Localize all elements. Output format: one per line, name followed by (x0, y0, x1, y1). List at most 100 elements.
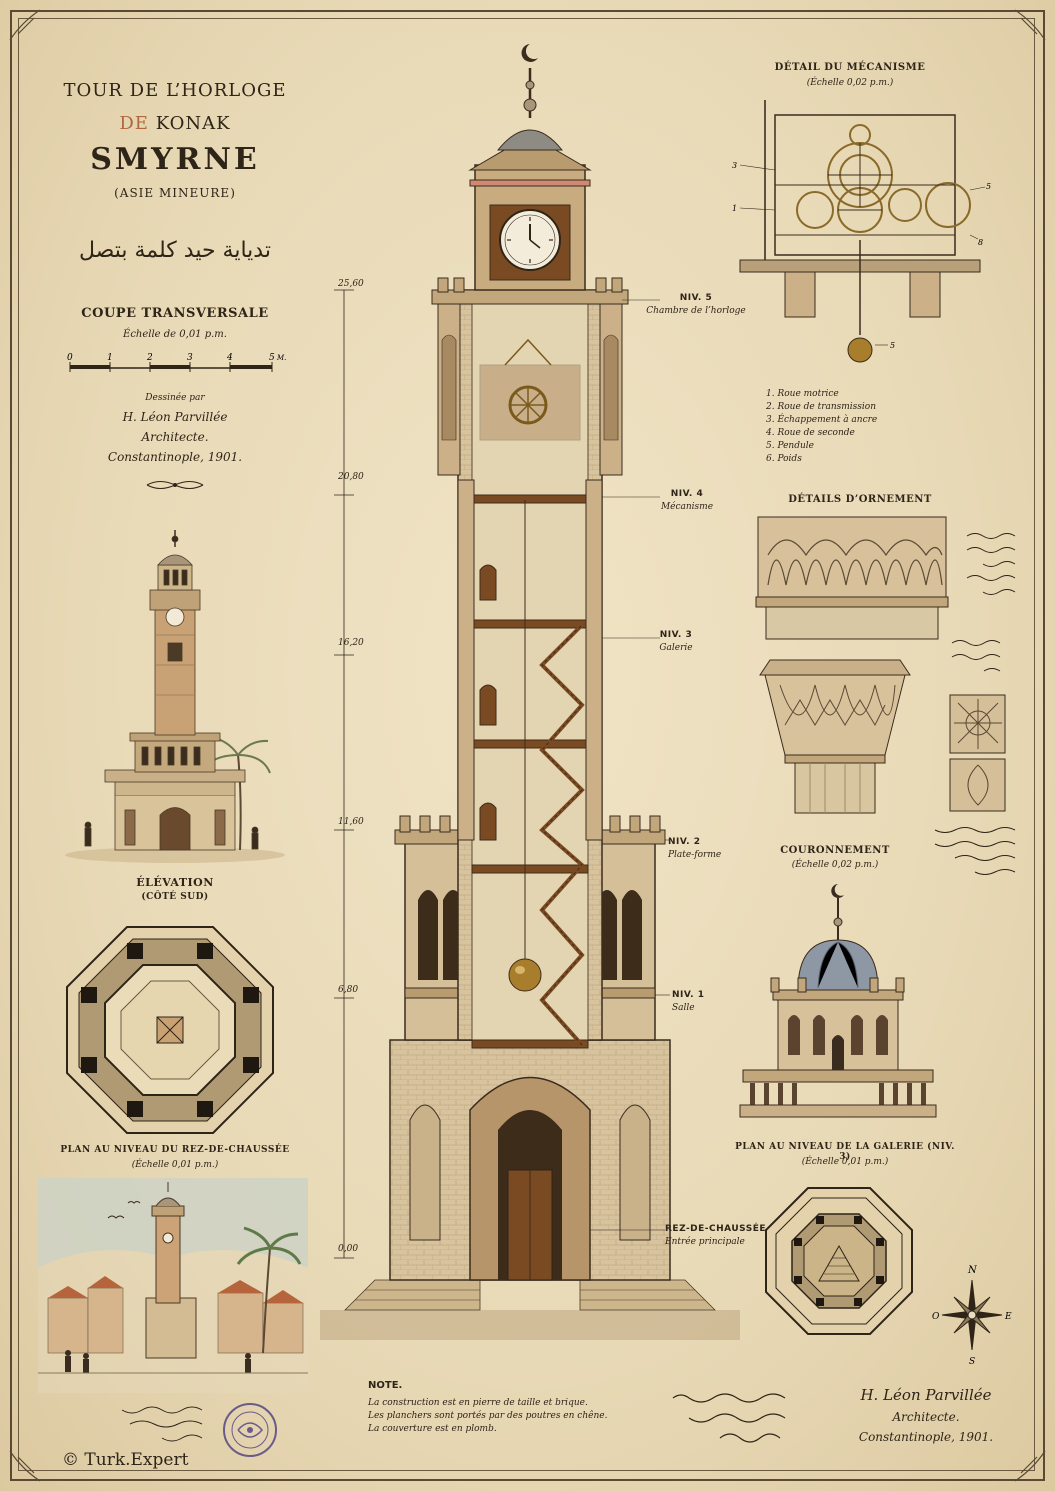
credit-place: Constantinople, 1901. (107, 450, 243, 464)
mech-callout-5b: 5 (890, 341, 895, 350)
legend-item-6: 6. Poids (766, 454, 802, 464)
credit-role: Architecte. (141, 430, 209, 444)
dim-16-20: 16,20 (338, 638, 364, 648)
mech-callout-8: 8 (978, 238, 983, 247)
mechanism-scale: (Échelle 0,02 p.m.) (806, 78, 894, 88)
level-5-desc: Chambre de l’horloge (646, 306, 746, 316)
title-line-1: TOUR DE L’HORLOGE (63, 80, 287, 101)
gallery-plan-scale: (Échelle 0,01 p.m.) (801, 1157, 889, 1167)
compass-s: S (969, 1357, 975, 1367)
inner-frame (18, 18, 1035, 1471)
legend-item-4: 4. Roue de seconde (766, 428, 855, 438)
legend-item-3: 3. Échappement à ancre (766, 415, 878, 425)
dim-25-60: 25,60 (338, 279, 364, 289)
ottoman-script-2 (951, 640, 1001, 672)
signature-place: Constantinople, 1901. (858, 1430, 994, 1444)
level-1-name: NIV. 1 (672, 990, 705, 1000)
level-3-desc: Galerie (659, 643, 693, 653)
note-line-3: La couverture est en plomb. (368, 1424, 497, 1434)
level-2-label: NIV. 2 Plate-forme (668, 836, 738, 862)
signature-role: Architecte. (892, 1410, 960, 1424)
note-line-2: Les planchers sont portés par des poutre… (368, 1411, 608, 1421)
mech-callout-5a: 5 (986, 182, 991, 191)
town-vignette (38, 1178, 308, 1393)
mechanism-drawing: 3 1 5 8 5 (732, 100, 991, 363)
compass-rose: N S E O (932, 1265, 1012, 1367)
ground-plan-title: PLAN AU NIVEAU DU REZ-DE-CHAUSSÉE (60, 1145, 290, 1155)
tower-section-drawing (320, 44, 740, 1340)
mech-callout-3: 3 (732, 161, 737, 170)
legend-item-5: 5. Pendule (766, 441, 814, 451)
ornament-title: DÉTAILS D’ORNEMENT (788, 494, 932, 505)
level-1-label: NIV. 1 Salle (672, 989, 732, 1015)
signature-name: H. Léon Parvillée (860, 1386, 992, 1404)
scale-tick-4: 4 (226, 353, 233, 363)
column-capital-detail (759, 659, 911, 814)
scale-tick-3: 3 (187, 353, 193, 363)
legend-item-2: 2. Roue de transmission (766, 402, 877, 412)
ottoman-script-signature (672, 1393, 786, 1443)
section-scale: Échelle de 0,01 p.m. (123, 329, 227, 340)
elevation-title: ÉLÉVATION (136, 876, 214, 889)
scale-tick-2: 2 (146, 353, 153, 363)
arabic-title: تدياية حيد كلمة بتصل (79, 238, 271, 263)
flourish-ornament (146, 481, 204, 489)
title-line-2: DE KONAK (40, 113, 310, 134)
level-2-name: NIV. 2 (668, 837, 701, 847)
compass-e: E (1004, 1312, 1012, 1322)
dim-6-80: 6,80 (338, 985, 359, 995)
level-5-label: NIV. 5 Chambre de l’horloge (646, 292, 746, 318)
ground-level-desc: Entrée principale (665, 1237, 745, 1247)
ground-level-name: REZ-DE-CHAUSSÉE (665, 1224, 767, 1234)
level-4-name: NIV. 4 (670, 489, 704, 499)
title-konak: KONAK (155, 113, 231, 134)
title-subtitle: (ASIE MINEURE) (114, 186, 236, 200)
dim-20-80: 20,80 (338, 472, 364, 482)
elevation-subtitle: (CÔTÉ SUD) (141, 892, 209, 902)
ottoman-script-3 (934, 827, 1016, 875)
mechanism-title: DÉTAIL DU MÉCANISME (774, 62, 926, 73)
legend-item-1: 1. Roue motrice (766, 389, 839, 399)
seal-stamp (223, 1403, 277, 1457)
ottoman-script-1 (966, 533, 1016, 595)
section-title: COUPE TRANSVERSALE (81, 306, 269, 321)
watermark: © Turk.Expert (62, 1450, 189, 1470)
scale-tick-5: 5 (269, 353, 275, 363)
scale-tick-0: 0 (67, 353, 73, 363)
dim-0-00: 0,00 (338, 1244, 359, 1254)
scale-unit: M. (276, 354, 286, 362)
level-5-name: NIV. 5 (679, 293, 713, 303)
level-1-desc: Salle (672, 1003, 695, 1013)
ground-plan-scale: (Échelle 0,01 p.m.) (131, 1160, 219, 1170)
credit-name: H. Léon Parvillée (122, 410, 228, 424)
crown-title: COURONNEMENT (780, 845, 890, 856)
note-body: La construction est en pierre de taille … (368, 1397, 648, 1436)
ground-level-label: REZ-DE-CHAUSSÉE Entrée principale (665, 1223, 775, 1249)
crown-drawing (739, 884, 937, 1118)
note-line-1: La construction est en pierre de taille … (368, 1398, 588, 1408)
ornament-frieze (755, 516, 949, 640)
level-3-name: NIV. 3 (659, 630, 693, 640)
mech-callout-1: 1 (732, 204, 737, 213)
level-3-label: NIV. 3 Galerie (646, 629, 706, 655)
ottoman-script-bottom-left (121, 1406, 203, 1442)
ground-floor-plan (66, 926, 274, 1134)
gallery-plan-drawing (765, 1187, 913, 1335)
note-title: NOTE. (368, 1380, 403, 1391)
level-4-desc: Mécanisme (660, 502, 714, 512)
title-de: DE (119, 113, 149, 134)
drawn-by: Dessinée par (145, 393, 205, 403)
crown-scale: (Échelle 0,02 p.m.) (791, 860, 879, 870)
scale-bar: 0 1 2 3 4 5 M. (67, 353, 286, 372)
compass-n: N (967, 1265, 978, 1276)
outer-frame (10, 10, 1045, 1481)
elevation-illustration (65, 530, 285, 863)
dim-11-60: 11,60 (338, 817, 364, 827)
ornament-panels (949, 694, 1006, 812)
level-2-desc: Plate-forme (668, 850, 722, 860)
gallery-plan-title: PLAN AU NIVEAU DE LA GALERIE (NIV. 3) (735, 1142, 955, 1162)
scale-tick-1: 1 (107, 353, 113, 363)
title-smyrne: SMYRNE (90, 142, 260, 177)
